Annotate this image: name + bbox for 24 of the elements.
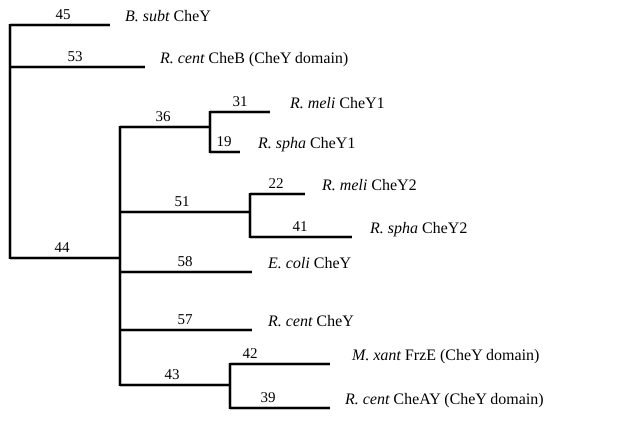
- bootstrap-value: 41: [292, 220, 308, 235]
- bootstrap-value: 45: [56, 8, 70, 23]
- taxon-label: B. subt CheY: [125, 9, 211, 25]
- bootstrap-value: 43: [164, 368, 180, 383]
- taxon-label: R. spha CheY1: [258, 136, 356, 152]
- bootstrap-value: 57: [178, 313, 192, 328]
- bootstrap-value: 19: [216, 135, 232, 150]
- taxon-label: R. meli CheY1: [290, 96, 385, 112]
- bootstrap-value: 42: [242, 347, 258, 362]
- taxon-label: R. cent CheB (CheY domain): [160, 51, 348, 67]
- bootstrap-value: 31: [232, 95, 248, 110]
- taxon-label: E. coli CheY: [268, 256, 352, 272]
- taxon-label: M. xant FrzE (CheY domain): [352, 348, 540, 364]
- bootstrap-value: 53: [68, 50, 82, 65]
- bootstrap-value: 22: [268, 177, 284, 192]
- taxon-label: R. meli CheY2: [322, 178, 417, 194]
- bootstrap-value: 39: [260, 391, 276, 406]
- taxon-label: R. spha CheY2: [370, 221, 468, 237]
- bootstrap-value: 44: [54, 241, 70, 256]
- taxon-label: R. cent CheAY (CheY domain): [345, 392, 544, 408]
- bootstrap-value: 36: [156, 110, 170, 125]
- taxon-label: R. cent CheY: [268, 314, 354, 330]
- bootstrap-value: 51: [174, 195, 190, 210]
- bootstrap-value: 58: [178, 255, 192, 270]
